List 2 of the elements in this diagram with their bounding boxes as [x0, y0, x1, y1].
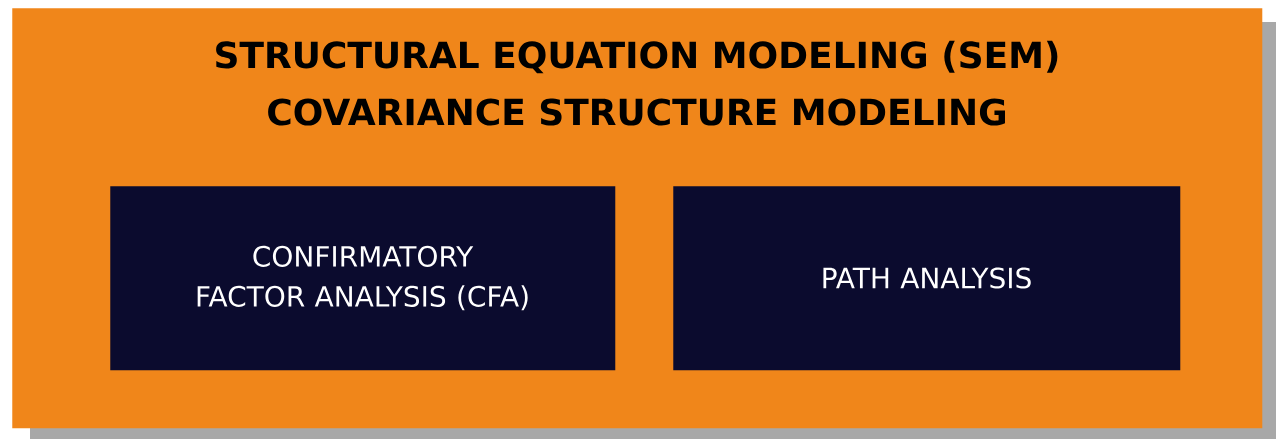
method-box: PATH ANALYSIS	[673, 186, 1181, 371]
method-box: CONFIRMATORY FACTOR ANALYSIS (CFA)	[110, 186, 616, 371]
